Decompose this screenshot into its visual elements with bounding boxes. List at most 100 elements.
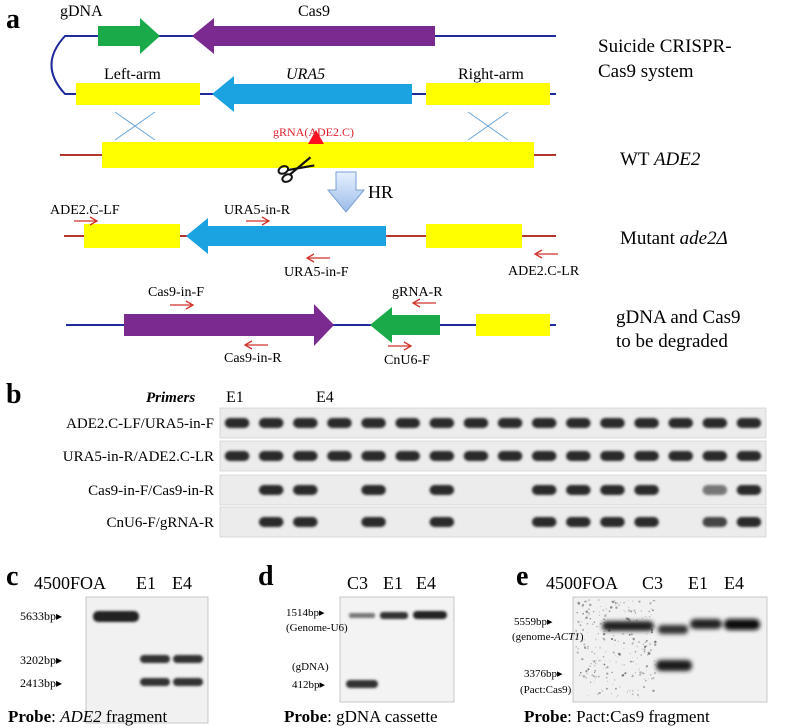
speckle-dot <box>587 647 589 650</box>
gel-band <box>327 418 352 428</box>
gel-band <box>429 418 455 428</box>
gel-band <box>634 451 659 461</box>
gel-band <box>293 517 318 527</box>
speckle-dot <box>650 614 652 616</box>
speckle-dot <box>584 600 588 603</box>
speckle-dot <box>603 630 605 633</box>
speckle-dot <box>597 657 599 659</box>
gDNA-arrow <box>98 18 160 54</box>
speckle-dot <box>591 651 593 653</box>
speckle-dot <box>632 657 634 659</box>
speckle-dot <box>642 643 644 645</box>
speckle-dot <box>605 687 608 690</box>
speckle-dot <box>614 687 617 690</box>
speckle-dot <box>619 601 622 604</box>
gel-band <box>429 451 455 461</box>
panel-label-a: a <box>6 4 20 35</box>
gel-band <box>531 517 557 527</box>
speckle-dot <box>582 613 584 615</box>
speckle-dot <box>634 672 637 674</box>
ura5-label: URA5 <box>286 66 325 83</box>
speckle-dot <box>586 672 588 675</box>
speckle-dot <box>593 660 596 663</box>
speckle-dot <box>601 690 604 692</box>
gel-band <box>293 418 318 428</box>
speckle-dot <box>653 660 655 662</box>
mutant-left-arm <box>84 224 180 248</box>
speckle-dot <box>581 604 584 607</box>
c-lane-e4: E4 <box>172 573 192 593</box>
gel-band <box>395 418 420 428</box>
primer-cas9-in-r-arrow <box>243 340 268 350</box>
speckle-dot <box>652 689 655 692</box>
speckle-dot <box>645 641 647 643</box>
speckle-dot <box>634 612 637 614</box>
speckle-dot <box>652 600 655 602</box>
speckle-dot <box>597 599 600 601</box>
gel-band <box>361 451 386 461</box>
speckle-dot <box>633 639 635 641</box>
speckle-dot <box>641 672 644 675</box>
speckle-dot <box>593 680 595 682</box>
plasmid-backbone-arc <box>50 35 104 95</box>
speckle-dot <box>647 655 648 657</box>
c-band-e1-2413 <box>140 678 170 686</box>
speckle-dot <box>621 617 622 619</box>
speckle-dot <box>622 632 625 635</box>
blot-e-bands <box>602 619 760 671</box>
e-lane-c3: C3 <box>642 573 663 593</box>
gel-band <box>224 418 250 428</box>
degraded-construct: Cas9-in-F Cas9-in-R gRNA-R CnU6-F gDNA a… <box>66 285 741 368</box>
speckle-dot <box>587 611 590 615</box>
speckle-dot <box>614 639 616 642</box>
speckle-dot <box>598 611 600 613</box>
speckle-dot <box>598 614 600 616</box>
speckle-dot <box>599 622 602 625</box>
gel-band <box>566 418 591 428</box>
speckle-dot <box>642 672 645 675</box>
speckle-dot <box>586 645 589 648</box>
speckle-dot <box>581 657 584 661</box>
speckle-dot <box>581 621 583 623</box>
speckle-dot <box>624 611 626 613</box>
gel-band <box>531 485 557 495</box>
speckle-dot <box>640 610 642 612</box>
speckle-dot <box>643 648 646 651</box>
speckle-dot <box>592 675 596 678</box>
left-arm-label: Left-arm <box>104 66 161 83</box>
speckle-dot <box>631 689 634 692</box>
speckle-dot <box>597 633 599 635</box>
speckle-dot <box>602 632 606 636</box>
primer-ade2-lf-arrow <box>74 216 99 226</box>
e-lane-e1: E1 <box>688 573 708 593</box>
gel-band <box>566 517 591 527</box>
speckle-dot <box>654 640 657 644</box>
speckle-dot <box>607 680 609 682</box>
speckle-dot <box>611 600 615 604</box>
primer-cnu6-f-arrow <box>388 341 413 351</box>
speckle-dot <box>575 634 578 637</box>
gel-band <box>531 418 557 428</box>
panel-label-c: c <box>6 561 18 592</box>
speckle-dot <box>595 646 597 648</box>
speckle-dot <box>639 671 641 673</box>
panel-label-e: e <box>516 561 528 592</box>
wt-caption: WT ADE2 <box>620 149 701 170</box>
c-lane-e1: E1 <box>136 573 156 593</box>
gel-band <box>258 517 284 527</box>
e-lane-e4: E4 <box>724 573 744 593</box>
speckle-dot <box>615 606 618 609</box>
speckle-dot <box>577 620 580 624</box>
mutant-ura5-arrow <box>186 218 386 254</box>
gel-band <box>736 451 762 461</box>
speckle-dot <box>576 612 578 614</box>
speckle-dot <box>608 610 611 613</box>
speckle-dot <box>627 609 631 612</box>
e-probe-caption: Probe: Pact:Cas9 fragment <box>524 707 710 726</box>
speckle-dot <box>596 625 598 628</box>
speckle-dot <box>598 659 601 662</box>
speckle-dot <box>649 615 651 617</box>
speckle-dot <box>629 690 631 692</box>
speckle-dot <box>631 600 634 602</box>
primer-cas9-in-f-label: Cas9-in-F <box>148 285 204 300</box>
